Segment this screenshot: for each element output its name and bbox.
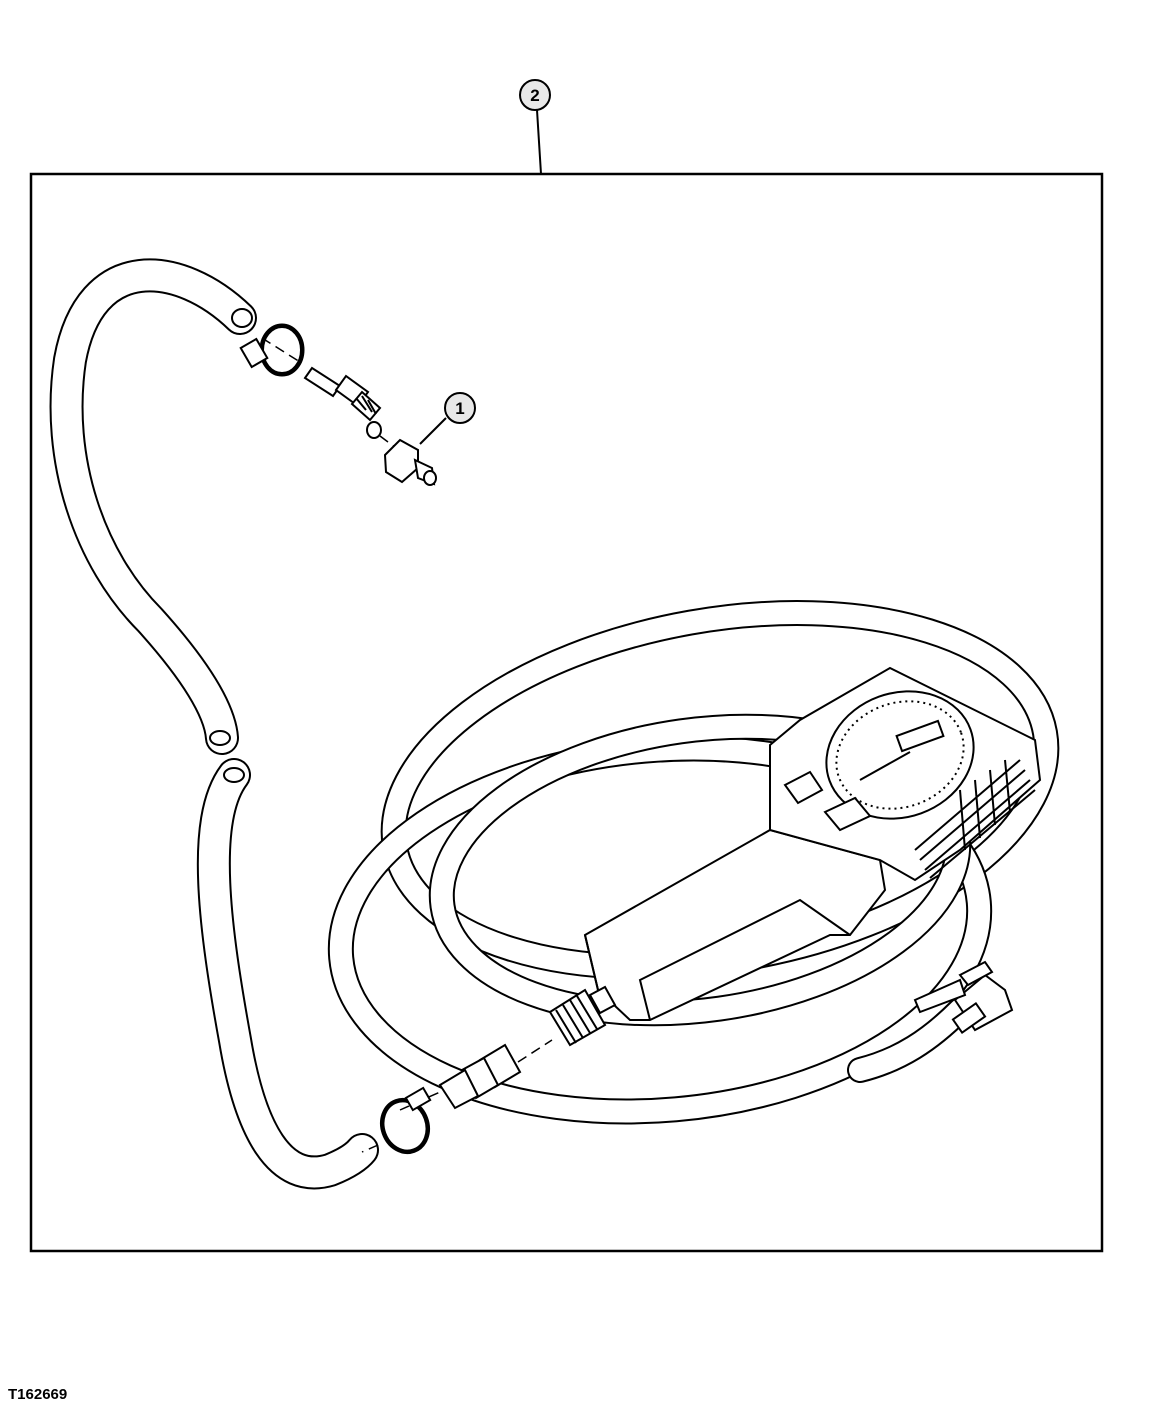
hose-end-opening — [231, 308, 253, 328]
inflate-button — [783, 770, 824, 805]
barb-icon — [303, 366, 342, 398]
callout-1-bubble — [444, 392, 476, 424]
clamp-screw-housing — [239, 337, 269, 369]
callout-1-group[interactable]: 1 — [419, 392, 476, 445]
tire-inflator-gauge[interactable] — [583, 666, 1042, 1021]
gauge-fins — [914, 759, 1036, 879]
hose-upper-segment[interactable] — [49, 258, 257, 755]
callout-2-leader — [536, 109, 542, 175]
callout-2-group[interactable]: 2 — [519, 79, 551, 175]
gauge-handle — [583, 828, 887, 1021]
callout-2-label: 2 — [530, 86, 539, 105]
barb-lower — [438, 1068, 480, 1110]
air-chuck[interactable] — [913, 960, 1014, 1034]
kit-frame — [29, 172, 1104, 1253]
hose-cut-end — [209, 730, 231, 746]
figure-id: T162669 — [8, 1386, 68, 1403]
knurled-coupler-icon — [548, 988, 607, 1047]
fitting-upper[interactable] — [261, 337, 397, 449]
adapter-nut[interactable] — [383, 438, 437, 486]
hex-nut-icon — [383, 438, 419, 484]
hose-clamp-upper[interactable] — [239, 323, 305, 377]
coupler-lower[interactable] — [517, 985, 617, 1063]
callout-1-label: 1 — [455, 399, 464, 418]
fitting-lower[interactable] — [399, 1043, 522, 1111]
hose-cut-end-lower — [223, 767, 245, 783]
o-ring-upper — [366, 421, 382, 439]
dial-needle — [859, 751, 911, 781]
callout-2-bubble — [519, 79, 551, 111]
callout-1-leader — [419, 417, 447, 445]
thread-section-upper — [350, 390, 382, 422]
dial-window — [895, 719, 945, 753]
deflate-button — [823, 796, 872, 832]
hose-lower-segment[interactable] — [196, 758, 379, 1190]
hose-clamp-lower[interactable] — [361, 1086, 435, 1158]
